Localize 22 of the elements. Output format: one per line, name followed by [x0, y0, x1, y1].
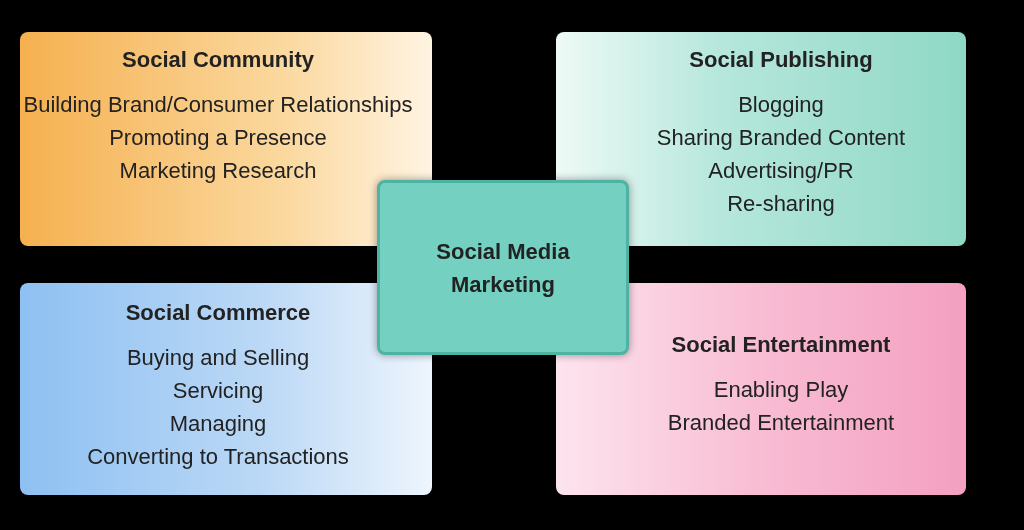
list-item: Servicing [172, 377, 264, 405]
list-item: Managing [169, 410, 267, 438]
list-item: Advertising/PR [708, 157, 854, 185]
list-item: Buying and Selling [126, 344, 310, 372]
category-box [556, 283, 966, 495]
heading: Social Media Marketing [435, 237, 571, 299]
list-item: Branded Entertainment [667, 409, 895, 437]
heading: Social Publishing [689, 46, 873, 74]
heading: Social Entertainment [671, 331, 891, 359]
list-item: Promoting a Presence [109, 124, 327, 152]
list-item: Marketing Research [119, 157, 317, 185]
list-item: Re-sharing [727, 190, 835, 218]
list-item: Building Brand/Consumer Relationships [23, 91, 413, 119]
category-box [20, 283, 432, 495]
heading: Social Community [122, 46, 314, 74]
category-box [20, 32, 432, 246]
center-box [377, 180, 629, 355]
list-item: Blogging [738, 91, 824, 119]
heading: Social Commerce [125, 299, 311, 327]
list-item: Sharing Branded Content [656, 124, 906, 152]
list-item: Enabling Play [713, 376, 849, 404]
list-item: Converting to Transactions [87, 443, 349, 471]
